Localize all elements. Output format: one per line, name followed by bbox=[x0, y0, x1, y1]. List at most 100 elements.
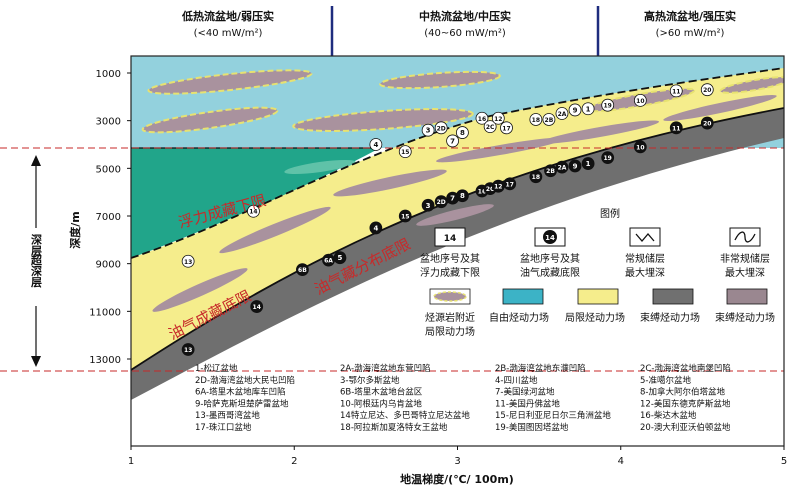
basin-list-item: 8-加拿大阿尔伯塔盆地 bbox=[640, 387, 725, 398]
lens bbox=[292, 108, 474, 132]
x-axis-label: 地温梯度/(℃/ 100m) bbox=[400, 472, 514, 486]
basin-marker-label: 9 bbox=[573, 162, 578, 170]
basin-list-item: 12-美国东德克萨斯盆地 bbox=[640, 398, 731, 409]
lens bbox=[152, 268, 248, 312]
basin-marker-label: 2A bbox=[558, 111, 567, 118]
basin-marker-label: 12 bbox=[494, 116, 502, 123]
basin-marker-label: 10 bbox=[636, 98, 644, 105]
x-tick-label: 2 bbox=[291, 456, 297, 467]
heat-class-header: 低热流盆地/弱压实 (<40 mW/m²) 中热流盆地/中压实 (40~60 m… bbox=[181, 6, 736, 56]
basin-list-item: 2D-渤海湾盆地大民屯凹陷 bbox=[195, 375, 295, 386]
basin-list-item: 9-哈萨克斯坦楚萨雷盆地 bbox=[195, 398, 289, 409]
legend-swatch-bound-grey bbox=[652, 288, 694, 305]
solid-basin-marker bbox=[601, 151, 615, 165]
legend-swatch-source-lens bbox=[433, 291, 467, 302]
solid-basin-marker bbox=[568, 159, 582, 173]
solid-basin-marker bbox=[581, 157, 595, 170]
basin-marker-label: 11 bbox=[672, 88, 680, 95]
basin-marker-label: 4 bbox=[373, 141, 378, 149]
heat-class-low-title: 低热流盆地/弱压实 bbox=[181, 9, 274, 23]
basin-marker-label: 16 bbox=[478, 116, 486, 123]
basin-marker-label: 2A bbox=[558, 165, 567, 172]
conventional-reservoir-icon bbox=[635, 233, 655, 242]
solid-basin-marker bbox=[369, 221, 383, 235]
legend-title: 图例 bbox=[600, 207, 620, 220]
basin-marker-label: 1 bbox=[586, 105, 591, 113]
basin-list-item: 6A-塔里木盆地库车凹陷 bbox=[195, 387, 286, 398]
basin-list-item: 17-珠江口盆地 bbox=[195, 422, 252, 433]
legend-solid-marker bbox=[543, 230, 557, 244]
basin-marker-label: 13 bbox=[184, 259, 192, 266]
solid-basin-marker bbox=[421, 198, 435, 212]
basin-list-item: 15-尼日利亚尼日尔三角洲盆地 bbox=[495, 410, 611, 421]
open-basin-marker bbox=[491, 111, 505, 125]
open-basin-marker bbox=[398, 145, 412, 159]
basin-list-item: 6B-塔里木盆地台盆区 bbox=[340, 387, 423, 398]
open-basin-marker bbox=[633, 94, 647, 107]
teal-source-zone bbox=[131, 148, 380, 258]
legend-solid-label-2: 油气成藏底限 bbox=[520, 266, 580, 279]
open-basin-marker bbox=[475, 111, 489, 125]
legend-field-confined: 局限烃动力场 bbox=[565, 311, 625, 324]
basin-marker-label: 14 bbox=[249, 209, 257, 216]
legend-field-source-2: 局限动力场 bbox=[425, 325, 475, 338]
basin-marker-label: 8 bbox=[460, 129, 465, 137]
heat-class-high-range: (>60 mW/m²) bbox=[656, 28, 725, 39]
basin-marker-label: 15 bbox=[401, 149, 409, 156]
open-basin-marker bbox=[369, 138, 383, 151]
legend-field-bound-grey: 束缚烃动力场 bbox=[640, 311, 700, 324]
basin-marker-label: 9 bbox=[573, 106, 578, 114]
solid-basin-marker bbox=[529, 170, 543, 184]
legend-unconv-label-1: 非常规储层 bbox=[720, 252, 770, 265]
open-basin-marker bbox=[455, 126, 469, 139]
lens bbox=[333, 169, 447, 197]
basin-list-item: 13-墨西哥湾盆地 bbox=[195, 410, 260, 421]
y-tick-label: 1000 bbox=[96, 69, 121, 80]
solid-basin-marker bbox=[544, 164, 557, 178]
legend-field-free: 自由烃动力场 bbox=[489, 311, 549, 324]
legend-solid-marker-text: 14 bbox=[545, 234, 555, 242]
x-tick-label: 4 bbox=[618, 456, 624, 467]
lens bbox=[219, 206, 331, 254]
basin-marker-label: 19 bbox=[604, 155, 612, 162]
basin-marker-label: 14 bbox=[253, 304, 261, 311]
arrow-up-icon bbox=[31, 155, 41, 166]
legend-swatch-confined bbox=[577, 288, 619, 305]
deep-layer-indicator: 深层 超深层 bbox=[26, 155, 46, 367]
basin-marker-label: 8 bbox=[460, 192, 465, 200]
open-basin-marker bbox=[568, 103, 582, 117]
basin-list-item: 1-松辽盆地 bbox=[195, 363, 238, 374]
heat-class-mid-title: 中热流盆地/中压实 bbox=[419, 9, 511, 23]
open-basin-marker bbox=[483, 120, 497, 134]
solid-basin-marker bbox=[398, 209, 412, 223]
basin-marker-label: 11 bbox=[672, 125, 680, 132]
basin-marker-label: 16 bbox=[478, 188, 486, 195]
basin-marker-label: 2C bbox=[486, 186, 495, 193]
basin-marker-label: 2D bbox=[437, 125, 446, 132]
legend-swatch-bound-mauve bbox=[726, 288, 768, 305]
solid-basin-marker bbox=[181, 343, 195, 356]
open-basin-marker bbox=[529, 113, 543, 126]
open-basin-marker bbox=[700, 83, 714, 97]
basin-list-item: 16-柴达木盆地 bbox=[640, 410, 697, 421]
y-tick-label: 7000 bbox=[96, 212, 121, 223]
legend-open-label-2: 浮力成藏下限 bbox=[420, 266, 480, 279]
open-basin-marker bbox=[421, 123, 435, 137]
x-tick-label: 1 bbox=[128, 456, 134, 467]
lens bbox=[435, 137, 565, 163]
basin-list-item: 18-阿拉斯加夏洛特女王盆地 bbox=[340, 422, 448, 433]
basin-marker-label: 20 bbox=[703, 121, 711, 128]
y-axis-label: 深度/m bbox=[68, 211, 82, 248]
basin-marker-label: 5 bbox=[338, 254, 343, 262]
basin-marker-label: 18 bbox=[532, 174, 540, 181]
basin-marker-label: 18 bbox=[532, 117, 540, 124]
lens bbox=[719, 76, 784, 94]
basin-marker-label: 2C bbox=[486, 124, 495, 131]
basin-list-item: 20-澳大利亚沃伯顿盆地 bbox=[640, 422, 731, 433]
